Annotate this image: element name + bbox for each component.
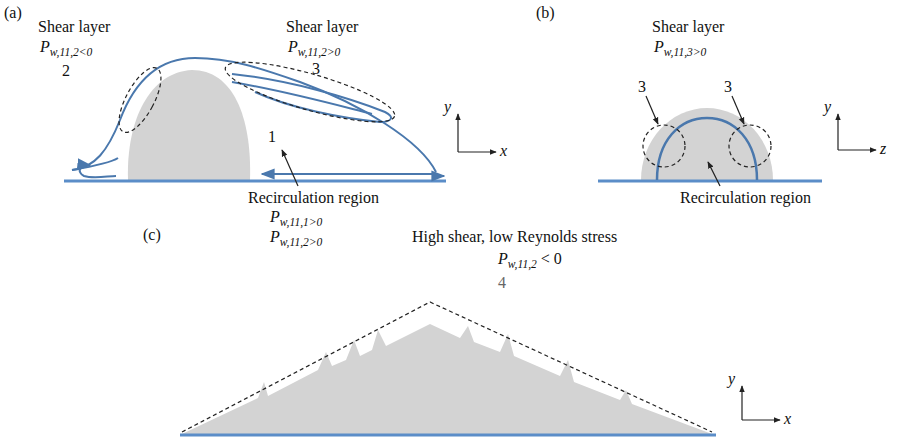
axis-label: x xyxy=(500,142,507,160)
region-label: Shear layer xyxy=(286,18,358,36)
streamline xyxy=(232,74,391,122)
leader-line xyxy=(708,162,720,186)
axis-label: y xyxy=(444,98,451,116)
axis xyxy=(742,419,780,420)
callout-number: 4 xyxy=(498,274,506,292)
wall xyxy=(180,434,716,437)
callout-number: 2 xyxy=(62,62,70,80)
math-label: Pw,11,2>0 xyxy=(288,38,340,56)
bump xyxy=(641,108,773,180)
region-outline xyxy=(111,62,170,139)
math-label: Pw,11,1>0 xyxy=(270,208,322,226)
axis-label: y xyxy=(728,370,735,388)
callout-number: 3 xyxy=(312,60,320,78)
axis xyxy=(838,149,876,150)
math-label: Pw,11,2<0 xyxy=(40,38,92,56)
corner-vortex xyxy=(80,165,116,177)
arrow xyxy=(440,175,444,177)
leader-line xyxy=(646,96,658,124)
vortex-outline xyxy=(657,118,757,180)
axis-label: z xyxy=(880,140,886,158)
reverse-flow xyxy=(262,173,432,175)
callout-number: 3 xyxy=(638,78,646,96)
envelope xyxy=(182,302,712,432)
axis xyxy=(837,114,838,150)
math-label: Pw,11,2 < 0 xyxy=(498,250,562,268)
region-label: Shear layer xyxy=(652,18,724,36)
roughness-profile xyxy=(182,324,712,434)
axis-label: x xyxy=(784,410,791,428)
panel-label: (c) xyxy=(143,226,161,244)
region-outline xyxy=(729,125,771,167)
panel-label: (b) xyxy=(536,4,555,22)
axis xyxy=(457,114,458,152)
leader-line xyxy=(732,96,744,124)
region-outline xyxy=(643,125,685,167)
leader-line xyxy=(282,150,298,186)
region-label: Recirculation region xyxy=(680,189,811,207)
callout-number: 3 xyxy=(724,78,732,96)
callout-number: 1 xyxy=(268,128,276,146)
wall xyxy=(64,180,446,183)
streamline xyxy=(72,158,118,170)
streamline xyxy=(72,58,436,172)
panel-label: (a) xyxy=(4,4,22,22)
math-label: Pw,11,3>0 xyxy=(654,38,706,56)
region-outline xyxy=(220,50,399,133)
math-label: Pw,11,2>0 xyxy=(270,228,322,246)
region-label: Shear layer xyxy=(38,18,110,36)
axis xyxy=(741,386,742,420)
region-label: Recirculation region xyxy=(248,189,379,207)
axis xyxy=(458,151,496,152)
bump xyxy=(128,70,250,180)
region-label: High shear, low Reynolds stress xyxy=(412,228,617,246)
wall xyxy=(598,180,822,183)
axis-label: y xyxy=(824,98,831,116)
